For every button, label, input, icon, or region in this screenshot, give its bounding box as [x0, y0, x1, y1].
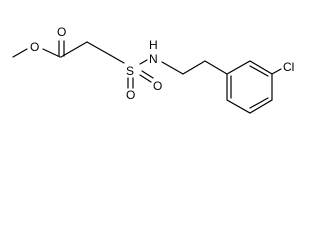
bond-ch2-ring	[204, 60, 228, 75]
atom-h: H	[149, 38, 158, 52]
chemical-structure-diagram: O O S O O N H Cl	[12, 25, 294, 114]
atom-o-sulfonyl-right: O	[153, 79, 162, 93]
bond-s-o-right-1	[139, 74, 152, 83]
bond-s-o-right-2	[141, 70, 154, 79]
bond-carbonyl-ch2	[60, 41, 88, 58]
ring-double-bond-2	[249, 97, 269, 109]
atom-s: S	[126, 64, 134, 78]
atom-cl: Cl	[283, 60, 294, 74]
bond-s-n	[139, 59, 148, 65]
ring-double-bond-1	[249, 65, 269, 77]
bonds	[12, 40, 282, 114]
atom-n: N	[149, 52, 158, 66]
bond-ch2-ch2-linker	[182, 60, 206, 75]
bond-ch2-ch2	[86, 41, 111, 56]
benzene-ring	[226, 60, 273, 114]
bond-ring-cl	[271, 68, 282, 75]
atom-o-methoxy: O	[30, 40, 39, 54]
bond-methyl-o	[12, 48, 28, 58]
bond-n-ch2	[161, 61, 184, 75]
atom-labels: O O S O O N H Cl	[30, 25, 294, 102]
bond-ch2-s	[109, 54, 125, 64]
atom-o-sulfonyl-down: O	[126, 88, 135, 102]
bond-o-carbonyl-carbon	[42, 48, 61, 58]
atom-o-carbonyl: O	[57, 25, 66, 39]
